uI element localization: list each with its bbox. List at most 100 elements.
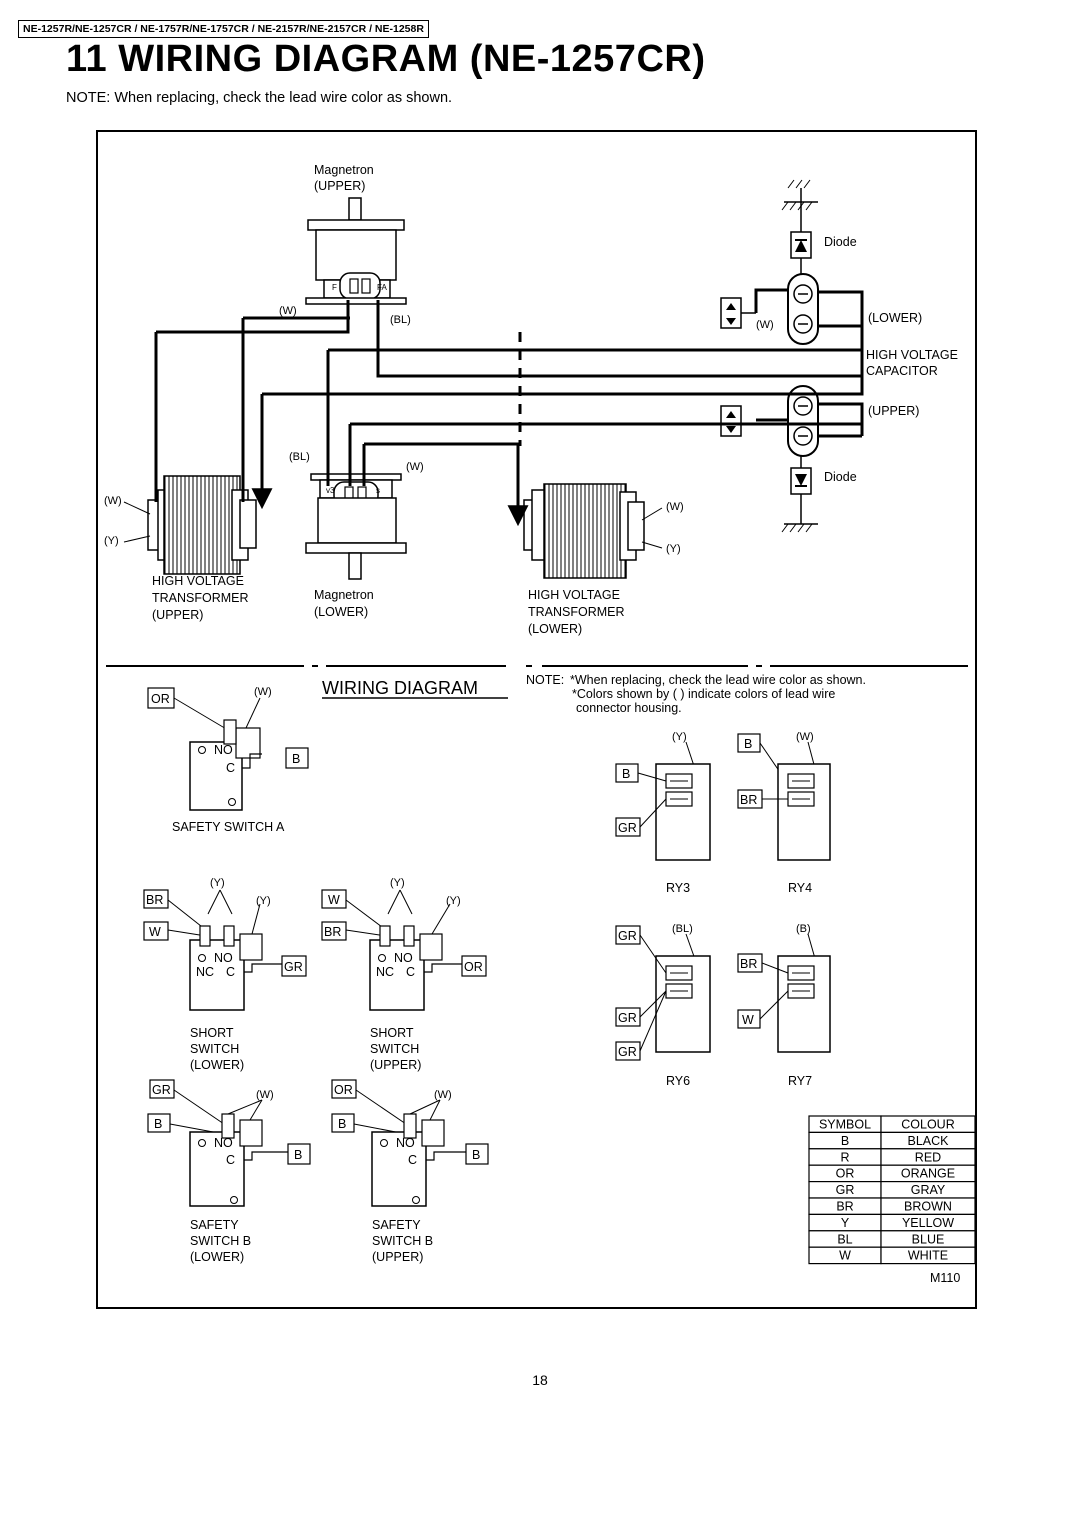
short-lower-nc: NC bbox=[196, 965, 214, 979]
safety-b-lower-tag-bl: B bbox=[154, 1117, 162, 1131]
wiring-diagram-frame: Magnetron (UPPER) F FA (W) (BL) (BL) (W)… bbox=[96, 130, 977, 1309]
hv-transformer-lower: (W) (Y) HIGH VOLTAGE TRANSFORMER (LOWER) bbox=[523, 483, 684, 636]
ry6-label: RY6 bbox=[666, 1074, 690, 1088]
transformer-lower-l2: TRANSFORMER bbox=[528, 605, 625, 619]
safety-a-c: C bbox=[226, 761, 235, 775]
transformer-upper-l2: TRANSFORMER bbox=[152, 591, 249, 605]
transformer-upper-lead-y: (Y) bbox=[104, 535, 119, 547]
safety-b-upper-tag-bl: B bbox=[338, 1117, 346, 1131]
ry6-tag-2: GR bbox=[618, 1045, 637, 1059]
transformer-lower-l3: (LOWER) bbox=[528, 622, 582, 636]
safety-a-label: SAFETY SWITCH A bbox=[172, 820, 285, 834]
ry7-label: RY7 bbox=[788, 1074, 812, 1088]
safety-switch-a: OR (W) NO C B SAFETY SWITCH A bbox=[147, 686, 309, 834]
short-lower-lead-right: (Y) bbox=[256, 895, 271, 907]
magnetron-upper-pos: (UPPER) bbox=[314, 179, 365, 193]
ry7-lead: (B) bbox=[796, 923, 811, 935]
safety-b-lower-l1: SAFETY bbox=[190, 1218, 239, 1232]
safety-b-upper-l3: (UPPER) bbox=[372, 1250, 423, 1264]
table-cell-colour: RED bbox=[915, 1150, 941, 1164]
safety-b-upper-no: NO bbox=[396, 1136, 415, 1150]
relay-ry6: GR (BL) GR GR RY6 bbox=[615, 923, 711, 1088]
table-cell-colour: ORANGE bbox=[901, 1167, 955, 1181]
ry6-lead: (BL) bbox=[672, 923, 693, 935]
hv-transformer-upper: (W) (Y) HIGH VOLTAGE TRANSFORMER (UPPER) bbox=[104, 475, 257, 622]
table-cell-colour: WHITE bbox=[908, 1249, 948, 1263]
capacitor-lead-w: (W) bbox=[756, 319, 774, 331]
table-header-colour: COLOUR bbox=[901, 1118, 954, 1132]
ry4-label: RY4 bbox=[788, 881, 812, 895]
table-cell-symbol: W bbox=[839, 1249, 851, 1263]
diode-lower-label: Diode bbox=[824, 470, 857, 484]
magnetron-upper-lead-bl: (BL) bbox=[390, 314, 411, 326]
table-cell-symbol: B bbox=[841, 1134, 849, 1148]
ry4-lead: (W) bbox=[796, 731, 814, 743]
table-cell-colour: BLACK bbox=[908, 1134, 950, 1148]
page-title: 11 WIRING DIAGRAM (NE-1257CR) bbox=[66, 38, 706, 80]
ry7-tag-0: BR bbox=[740, 957, 757, 971]
short-upper-c: C bbox=[406, 965, 415, 979]
hv-capacitor-assembly: Diode (W) (LOWER) HIGH VOLTAGE CAPACITOR… bbox=[720, 179, 958, 533]
short-upper-tag-bl: BR bbox=[324, 925, 341, 939]
transformer-lower-lead-w: (W) bbox=[666, 501, 684, 513]
short-lower-l3: (LOWER) bbox=[190, 1058, 244, 1072]
magnetron-upper: Magnetron (UPPER) F FA (W) (BL) bbox=[279, 163, 411, 326]
table-cell-border bbox=[880, 1246, 976, 1265]
lower-note-3: connector housing. bbox=[576, 701, 682, 715]
safety-b-lower-l3: (LOWER) bbox=[190, 1250, 244, 1264]
short-upper-tag-tl: W bbox=[328, 893, 340, 907]
capacitor-line2: CAPACITOR bbox=[866, 364, 938, 378]
relay-ry7: (B) BR W RY7 bbox=[737, 923, 831, 1088]
short-lower-tag-r: GR bbox=[284, 960, 303, 974]
safety-a-tag-b: B bbox=[292, 752, 300, 766]
transformer-upper-l1: HIGH VOLTAGE bbox=[152, 574, 244, 588]
safety-a-no: NO bbox=[214, 743, 233, 757]
capacitor-line1: HIGH VOLTAGE bbox=[866, 348, 958, 362]
transformer-upper-lead-w: (W) bbox=[104, 495, 122, 507]
magnetron-lower-lead-bl: (BL) bbox=[289, 451, 310, 463]
short-switch-upper: (Y) (Y) W BR NO NC C OR SHORT SWITCH (UP… bbox=[321, 877, 487, 1072]
short-lower-l1: SHORT bbox=[190, 1026, 234, 1040]
safety-b-upper-l2: SWITCH B bbox=[372, 1234, 433, 1248]
ry3-label: RY3 bbox=[666, 881, 690, 895]
safety-a-lead: (W) bbox=[254, 686, 272, 698]
diode-upper-label: Diode bbox=[824, 235, 857, 249]
safety-b-lower-tag-tl: GR bbox=[152, 1083, 171, 1097]
table-cell-symbol: R bbox=[840, 1150, 849, 1164]
short-upper-lead-right: (Y) bbox=[446, 895, 461, 907]
short-upper-lead-top: (Y) bbox=[390, 877, 405, 889]
ry3-tag-0: B bbox=[622, 767, 630, 781]
lower-note-prefix: NOTE: bbox=[526, 673, 564, 687]
terminal-f: F bbox=[332, 283, 337, 292]
safety-b-upper-lead: (W) bbox=[434, 1089, 452, 1101]
ry6-tag-1: GR bbox=[618, 1011, 637, 1025]
table-cell-colour: GRAY bbox=[911, 1183, 946, 1197]
terminal-v3: v3 bbox=[326, 486, 335, 495]
short-lower-tag-bl: W bbox=[149, 925, 161, 939]
short-switch-lower: (Y) (Y) BR W NO NC C GR SHORT SWITCH (LO… bbox=[143, 877, 307, 1072]
figure-code: M110 bbox=[930, 1271, 960, 1285]
relay-ry4: B (W) BR RY4 bbox=[737, 731, 831, 895]
safety-b-upper-tag-r: B bbox=[472, 1148, 480, 1162]
magnetron-lower-pos: (LOWER) bbox=[314, 605, 368, 619]
relay-ry3: (Y) B GR RY3 bbox=[615, 731, 711, 895]
model-header: NE-1257R/NE-1257CR / NE-1757R/NE-1757CR … bbox=[18, 20, 429, 38]
short-upper-no: NO bbox=[394, 951, 413, 965]
safety-a-tag-or: OR bbox=[151, 692, 170, 706]
table-cell-symbol: BR bbox=[836, 1200, 853, 1214]
lower-section-title: WIRING DIAGRAM bbox=[322, 678, 478, 698]
safety-b-lower-tag-r: B bbox=[294, 1148, 302, 1162]
table-cell-colour: BLUE bbox=[912, 1232, 945, 1246]
short-lower-c: C bbox=[226, 965, 235, 979]
table-cell-symbol: Y bbox=[841, 1216, 850, 1230]
short-upper-l3: (UPPER) bbox=[370, 1058, 421, 1072]
magnetron-upper-lead-w: (W) bbox=[279, 305, 297, 317]
table-cell-symbol: OR bbox=[836, 1167, 855, 1181]
lower-note-2: *Colors shown by ( ) indicate colors of … bbox=[572, 687, 835, 701]
safety-b-lower-l2: SWITCH B bbox=[190, 1234, 251, 1248]
ry3-tag-1: GR bbox=[618, 821, 637, 835]
short-lower-tag-tl: BR bbox=[146, 893, 163, 907]
safety-b-upper-l1: SAFETY bbox=[372, 1218, 421, 1232]
short-upper-l1: SHORT bbox=[370, 1026, 414, 1040]
